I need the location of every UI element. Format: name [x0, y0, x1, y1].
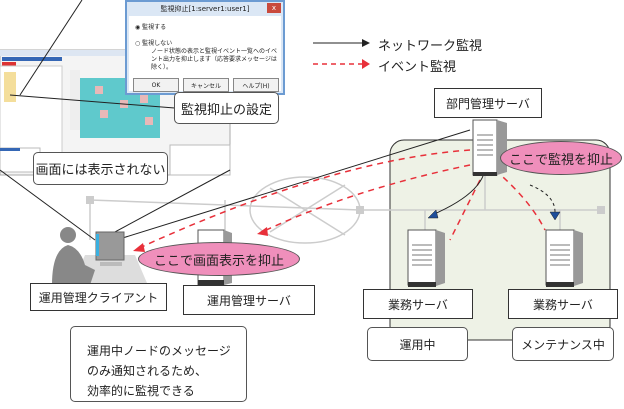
callout-not-shown: 画面には表示されない [33, 152, 168, 185]
biz-server-2-label: 業務サーバ [508, 289, 618, 319]
help-button[interactable]: ヘルプ(H) [233, 78, 279, 92]
legend-event-label: イベント監視 [378, 60, 457, 75]
radio-monitor-off-label: 監視しない [142, 40, 173, 47]
biz-server-2-icon [545, 229, 583, 287]
status-maintenance-badge: メンテナンス中 [512, 327, 614, 361]
radio-monitor-on-label: 監視する [142, 24, 167, 31]
dialog-description: ノード状態の表示と監視イベント一覧へのイベント出力を抑止します（応答要求メッセー… [151, 48, 278, 71]
biz-server-1-label: 業務サーバ [363, 289, 473, 319]
callout-efficient-line1: 運用中ノードのメッセージ [87, 344, 231, 358]
legend-network-arrow-icon [362, 39, 370, 47]
biz-server-1-icon [407, 229, 445, 287]
callout-efficient-line2: のみ通知されるため、 [87, 364, 208, 378]
callout-settings: 監視抑止の設定 [174, 92, 279, 124]
close-button[interactable]: x [267, 3, 281, 13]
legend-network-label: ネットワーク監視 [378, 39, 483, 54]
suppress-display-bubble: ここで画面表示を抑止 [138, 242, 300, 276]
dept-server-label: 部門管理サーバ [434, 88, 542, 118]
status-running-badge: 運用中 [367, 327, 468, 361]
callout-efficient-line3: 効率的に監視できる [87, 384, 195, 398]
callout-efficient: 運用中ノードのメッセージ のみ通知されるため、 効率的に監視できる [70, 326, 247, 402]
monitor-suppress-dialog: 監視抑止[1:server1:user1] x ◉ 監視する ○ 監視しない ノ… [125, 0, 285, 95]
radio-monitor-on[interactable]: ◉ 監視する [135, 24, 167, 31]
client-label: 運用管理クライアント [30, 283, 167, 311]
dept-server-icon [472, 119, 507, 176]
pointer-lines [0, 0, 471, 246]
legend-event-arrow-icon [362, 59, 370, 69]
cancel-button[interactable]: キャンセル [183, 78, 229, 92]
suppress-monitor-bubble: ここで監視を抑止 [500, 141, 622, 175]
client-operator-icon [52, 227, 150, 290]
dialog-titlebar: 監視抑止[1:server1:user1] x [127, 2, 283, 15]
mgmt-server-label: 運用管理サーバ [183, 285, 315, 315]
dialog-title: 監視抑止[1:server1:user1] [160, 4, 250, 13]
ok-button[interactable]: OK [133, 78, 179, 92]
radio-monitor-off[interactable]: ○ 監視しない [135, 40, 173, 47]
event-lines [134, 149, 546, 251]
